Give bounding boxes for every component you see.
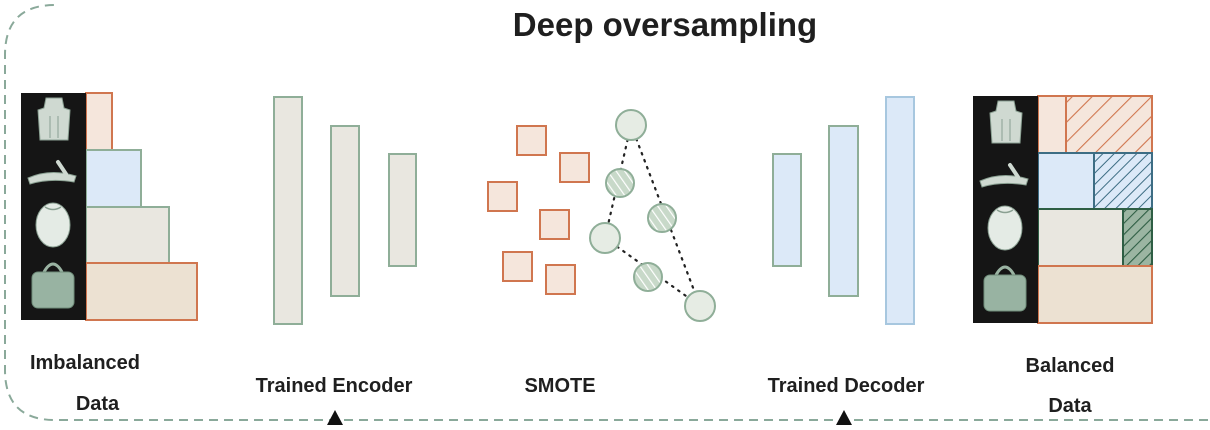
balanced-label-line1: Balanced	[1025, 355, 1115, 377]
synthetic-point	[633, 262, 663, 292]
arrowhead-marker	[836, 410, 852, 425]
imbalanced-label-line2: Data	[75, 393, 120, 415]
encoder-layer-2	[330, 125, 360, 297]
encoder-layer-1	[273, 96, 303, 325]
minority-point	[615, 109, 647, 141]
diagram-title: Deep oversampling	[512, 6, 818, 43]
minority-point	[589, 222, 621, 254]
synthetic-point	[605, 168, 635, 198]
smote-label: SMOTE	[524, 375, 596, 397]
latent-point-orange	[487, 181, 518, 212]
sandal-icon	[27, 160, 77, 185]
imbalanced-bar-dress	[85, 92, 113, 151]
balanced-data-group	[973, 95, 1153, 324]
arrowhead-marker	[327, 410, 343, 425]
dashed-container-border	[4, 4, 1208, 421]
synthetic-point	[647, 203, 677, 233]
minority-point	[684, 290, 716, 322]
imbalanced-bar-shirt	[85, 206, 170, 264]
decoder-layer-2	[828, 125, 859, 297]
decoder-layer-3	[885, 96, 915, 325]
shirt-icon	[987, 205, 1023, 251]
latent-point-orange	[516, 125, 547, 156]
balanced-label-line2: Data	[1048, 395, 1092, 417]
decoder-label: Trained Decoder	[767, 375, 925, 397]
sandal-icon	[979, 163, 1029, 188]
imbalanced-label-line1: Imbalanced	[29, 352, 141, 374]
imbalanced-bar-sandal	[85, 149, 142, 208]
bag-icon	[983, 265, 1027, 312]
balanced-synthetic-shirt	[1122, 208, 1153, 267]
bag-icon	[31, 262, 75, 309]
latent-point-orange	[559, 152, 590, 183]
latent-point-orange	[502, 251, 533, 282]
encoder-label: Trained Encoder	[255, 375, 413, 397]
encoder-layers	[273, 96, 417, 325]
imbalanced-bar-bag	[85, 262, 198, 321]
smote-latent-space	[487, 109, 716, 322]
decoder-layer-1	[772, 153, 802, 267]
imbalanced-data-group	[21, 92, 198, 321]
balanced-bar-bag	[1037, 265, 1153, 324]
balanced-synthetic-sandal	[1093, 152, 1153, 210]
dress-icon	[37, 97, 71, 141]
latent-point-orange	[539, 209, 570, 240]
shirt-icon	[35, 202, 71, 248]
encoder-layer-3	[388, 153, 417, 267]
dress-icon	[989, 100, 1023, 144]
balanced-synthetic-dress	[1065, 95, 1153, 154]
decoder-layers	[772, 96, 915, 325]
latent-point-orange	[545, 264, 576, 295]
